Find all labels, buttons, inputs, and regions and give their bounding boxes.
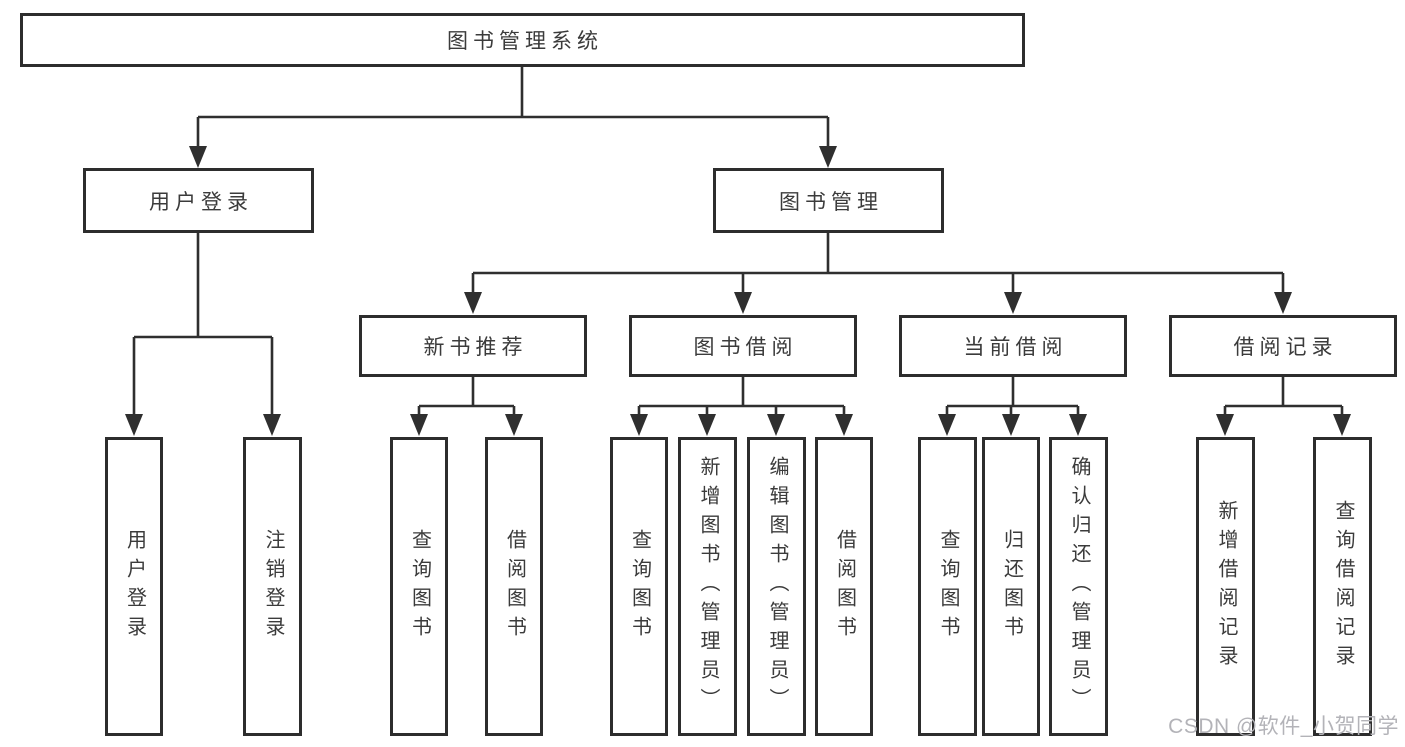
node-label: 新增图书（管理员） <box>697 456 719 717</box>
node-label: 注销登录 <box>262 528 284 645</box>
node-label: 图书借阅 <box>693 336 798 359</box>
node-label: 查询图书 <box>408 528 431 645</box>
node-leaf-query-books-1: 查询图书 <box>390 437 448 736</box>
node-book-management-branch: 图书管理 <box>713 168 944 233</box>
arrowheads <box>125 146 1351 436</box>
node-label: 新增借阅记录 <box>1215 499 1237 674</box>
node-label: 图书管理 <box>779 190 883 214</box>
node-label: 新书推荐 <box>423 336 528 359</box>
node-label: 用户登录 <box>123 528 146 645</box>
node-leaf-borrow-books-1: 借阅图书 <box>485 437 543 736</box>
node-label: 查询借阅记录 <box>1332 499 1354 674</box>
node-label: 当前借阅 <box>963 336 1068 359</box>
node-label: 查询图书 <box>937 528 959 645</box>
node-leaf-edit-book-admin: 编辑图书（管理员） <box>747 437 806 736</box>
node-leaf-add-borrow-record: 新增借阅记录 <box>1196 437 1255 736</box>
node-leaf-logout: 注销登录 <box>243 437 302 736</box>
node-new-book-recommendation: 新书推荐 <box>359 315 587 377</box>
node-label: 编辑图书（管理员） <box>766 456 788 717</box>
node-label: 归还图书 <box>1000 528 1023 645</box>
node-label: 借阅图书 <box>503 528 526 645</box>
node-book-borrowing: 图书借阅 <box>629 315 857 377</box>
node-borrowing-records: 借阅记录 <box>1169 315 1397 377</box>
node-label: 查询图书 <box>628 528 651 645</box>
node-label: 借阅图书 <box>833 528 856 645</box>
node-root-system: 图书管理系统 <box>20 13 1025 67</box>
node-leaf-return-book: 归还图书 <box>982 437 1040 736</box>
node-leaf-query-borrow-record: 查询借阅记录 <box>1313 437 1372 736</box>
node-leaf-query-books-2: 查询图书 <box>610 437 668 736</box>
watermark: CSDN @软件_小贺同学 <box>1168 715 1399 738</box>
node-leaf-confirm-return-admin: 确认归还（管理员） <box>1049 437 1108 736</box>
node-label: 借阅记录 <box>1233 336 1338 359</box>
node-leaf-borrow-books-2: 借阅图书 <box>815 437 873 736</box>
connector-lines <box>132 66 1344 418</box>
node-leaf-query-books-3: 查询图书 <box>918 437 977 736</box>
node-label: 确认归还（管理员） <box>1068 456 1090 717</box>
node-label: 用户登录 <box>149 190 253 214</box>
node-label: 图书管理系统 <box>447 30 603 53</box>
node-leaf-user-login: 用户登录 <box>105 437 163 736</box>
node-user-login-branch: 用户登录 <box>83 168 314 233</box>
node-leaf-add-book-admin: 新增图书（管理员） <box>678 437 737 736</box>
node-current-borrowing: 当前借阅 <box>899 315 1127 377</box>
